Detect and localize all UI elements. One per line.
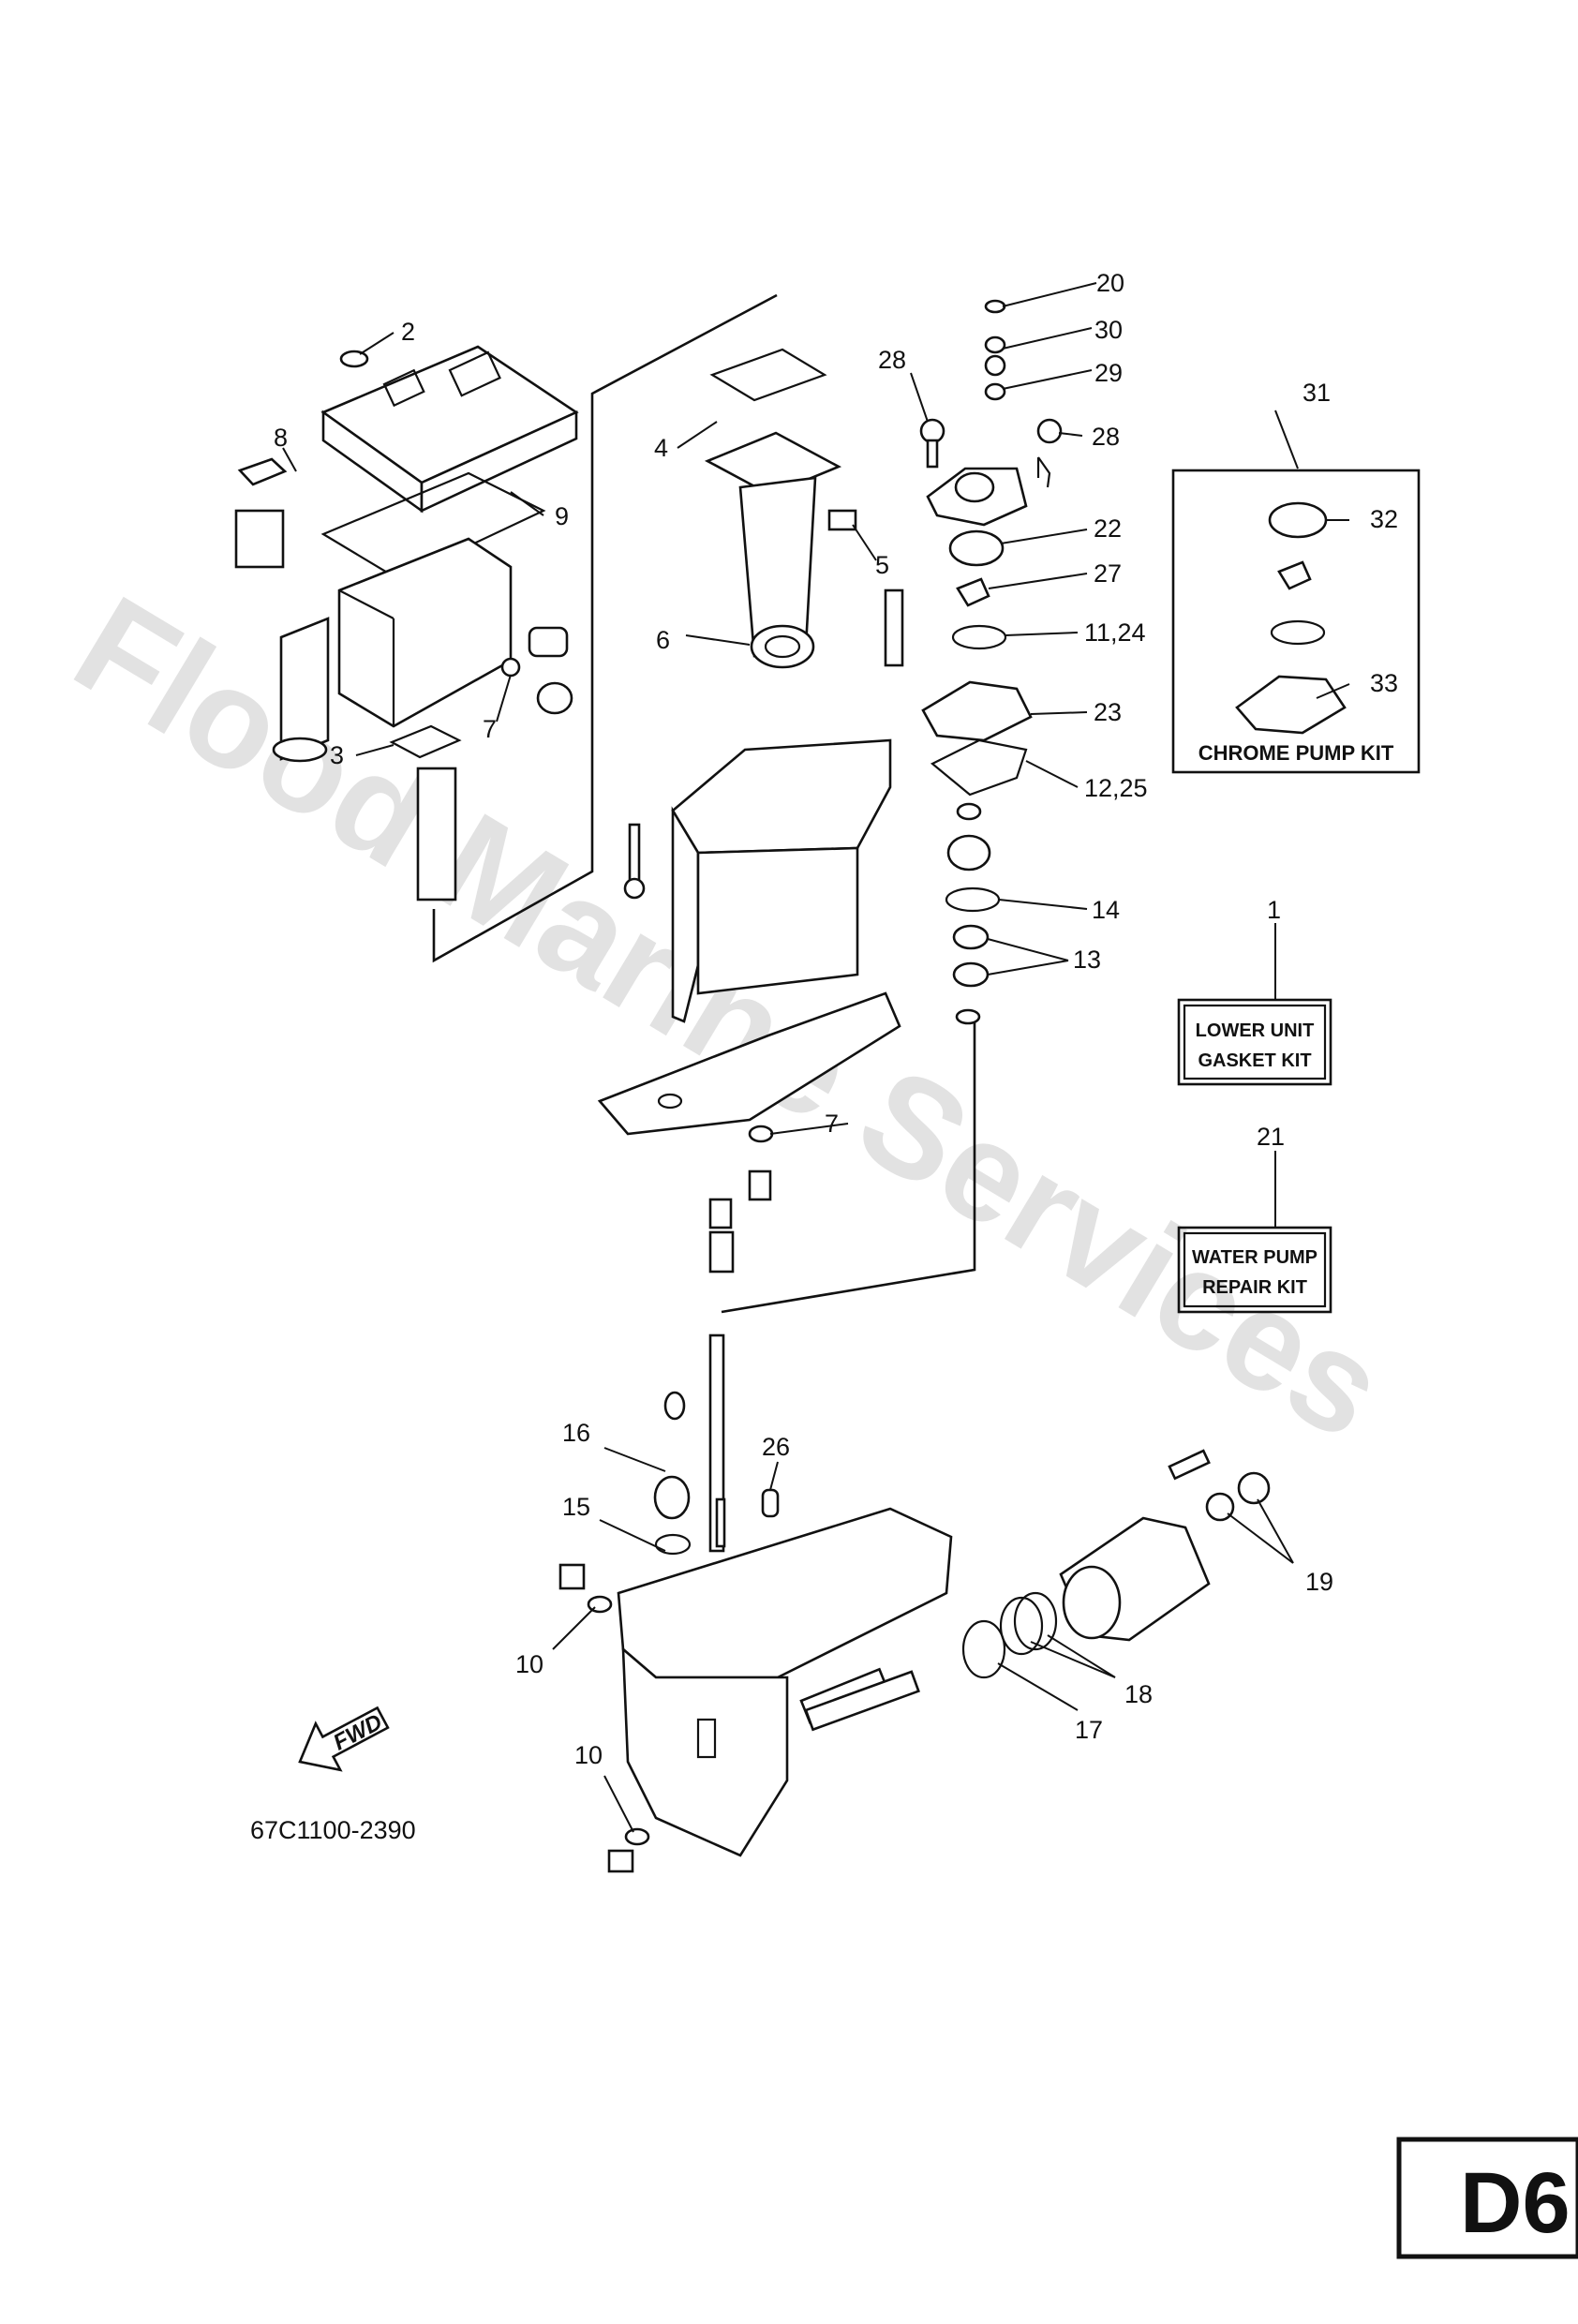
chrome-pump-kit-title: CHROME PUMP KIT	[1198, 741, 1394, 765]
callout-29: 29	[1094, 359, 1123, 387]
washer-part-2	[339, 350, 369, 368]
callout-12-25: 12,25	[1084, 774, 1148, 802]
chrome-pump-kit-box: CHROME PUMP KIT	[1171, 469, 1421, 774]
oil-seal-part-6	[750, 624, 815, 669]
callout-21: 21	[1257, 1123, 1285, 1151]
callout-15: 15	[562, 1493, 590, 1521]
lower-unit-kit-line1: LOWER UNIT	[1196, 1020, 1315, 1041]
callout-22: 22	[1094, 514, 1122, 543]
callout-30: 30	[1094, 316, 1123, 344]
pump-insert-part-22	[948, 529, 1005, 567]
callout-5: 5	[875, 551, 889, 579]
page-id-box: D6	[1396, 2137, 1578, 2259]
leader-lines	[282, 282, 1350, 1833]
callout-18: 18	[1124, 1680, 1153, 1708]
callout-32: 32	[1370, 505, 1398, 533]
water-pump-group	[919, 299, 1063, 1025]
callout-27: 27	[1094, 559, 1122, 588]
callout-10-lower: 10	[574, 1741, 603, 1769]
part-5-block	[827, 509, 857, 531]
fwd-label: FWD	[329, 1709, 386, 1755]
drive-shaft-group	[663, 1333, 726, 1553]
callout-20: 20	[1096, 269, 1124, 297]
callout-6: 6	[656, 626, 670, 654]
callout-17: 17	[1075, 1716, 1103, 1744]
callout-10-upper: 10	[515, 1650, 543, 1678]
fwd-arrow-icon: FWD	[298, 1706, 390, 1772]
water-pump-kit-line2: REPAIR KIT	[1202, 1277, 1307, 1298]
callout-13: 13	[1073, 946, 1101, 974]
callout-33: 33	[1370, 669, 1398, 697]
callout-14: 14	[1092, 896, 1120, 924]
water-pump-repair-kit-box: WATER PUMP REPAIR KIT	[1177, 1226, 1332, 1314]
callout-7-lower: 7	[825, 1110, 839, 1138]
lower-unit-gasket-kit-box: LOWER UNIT GASKET KIT	[1177, 998, 1332, 1086]
upper-casing-group	[597, 348, 976, 1314]
callout-3: 3	[330, 741, 344, 769]
water-pump-kit-line1: WATER PUMP	[1192, 1247, 1317, 1268]
callout-16: 16	[562, 1419, 590, 1447]
callout-8: 8	[274, 424, 288, 452]
callout-labels: 1 2 3 4 5 6 7 7 8 9 10 10 11,24 12,25 13…	[274, 269, 1398, 1769]
callout-9: 9	[555, 502, 569, 530]
exhaust-guide-group	[234, 293, 778, 963]
page-id: D6	[1460, 2155, 1571, 2251]
callout-11-24: 11,24	[1084, 618, 1146, 647]
callout-19: 19	[1305, 1568, 1333, 1596]
callout-31: 31	[1303, 379, 1331, 407]
part-code: 67C1100-2390	[250, 1816, 416, 1844]
callout-2: 2	[401, 318, 415, 346]
callout-4: 4	[654, 434, 668, 462]
callout-28-right: 28	[1092, 423, 1120, 451]
callout-1: 1	[1267, 896, 1281, 924]
callout-28-left: 28	[878, 346, 906, 374]
callout-7-upper: 7	[483, 715, 497, 743]
callout-23: 23	[1094, 698, 1122, 726]
watermark: Flood Marine Services	[51, 565, 1410, 1468]
lower-unit-kit-line2: GASKET KIT	[1198, 1050, 1311, 1071]
prop-shaft-housing-group	[804, 1449, 1271, 1732]
lower-casing-group	[558, 1475, 953, 1873]
callout-26: 26	[762, 1433, 790, 1461]
